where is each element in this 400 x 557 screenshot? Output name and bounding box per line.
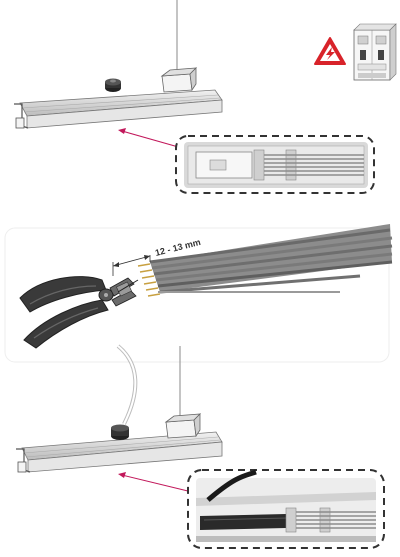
detail-callout-connector — [175, 135, 375, 194]
wire-stripper-icon — [19, 276, 139, 349]
step-1-mount-rail — [14, 0, 397, 194]
electric-hazard-icon — [314, 37, 346, 65]
suspension-block — [160, 67, 198, 93]
end-cap-knob — [105, 78, 121, 92]
pointer-arrow — [118, 472, 193, 493]
cable-gland — [111, 424, 129, 440]
stripped-wire-ends — [137, 263, 161, 297]
step-3-insert-cable — [16, 344, 385, 549]
mounting-rail — [14, 89, 223, 129]
cable-bundle — [149, 224, 393, 294]
circuit-breaker-icon — [353, 23, 397, 81]
step-2-strip-wires: 12 - 13 mm — [4, 224, 393, 363]
mounting-rail — [16, 431, 223, 473]
detail-callout-cable-entry — [187, 469, 385, 549]
suspension-block — [164, 413, 202, 439]
